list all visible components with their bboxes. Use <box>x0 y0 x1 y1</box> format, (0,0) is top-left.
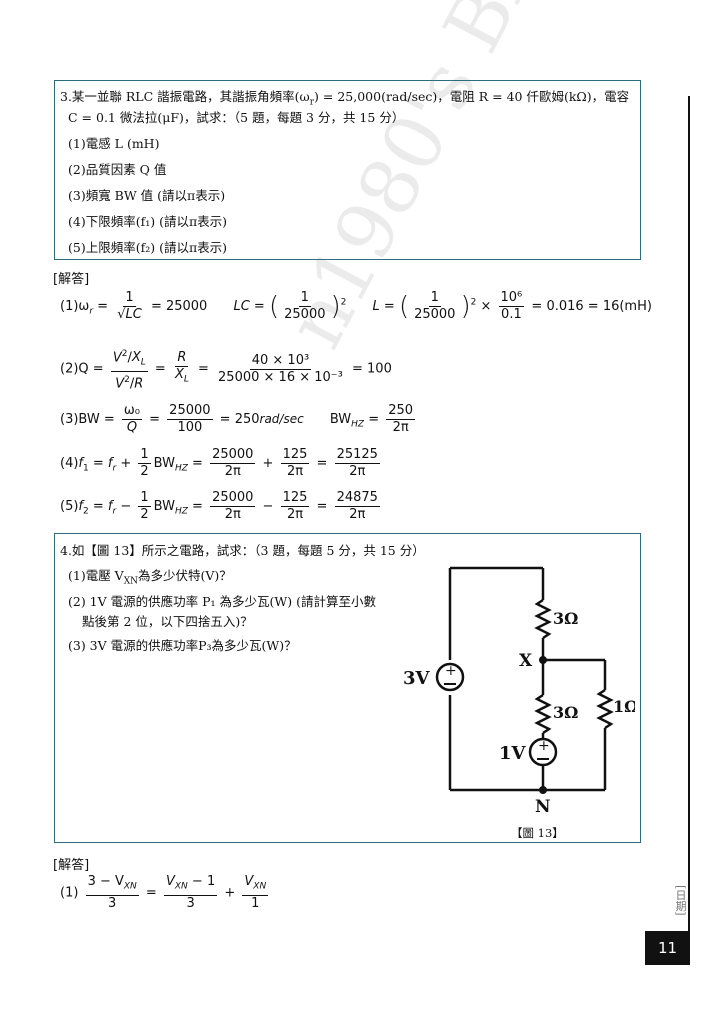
q3-item-4: (4)下限頻率(f₁) (請以π表示) <box>68 214 228 229</box>
q4-item-2: (2) 1V 電源的供應功率 P₁ 為多少瓦(W) (請計算至小數 <box>68 594 376 609</box>
q3-item-5: (5)上限頻率(f₂) (請以π表示) <box>68 240 228 255</box>
svg-text:+: + <box>538 738 550 754</box>
resistor-mid-label: 3Ω <box>553 703 578 722</box>
q3-header: 3.某一並聯 RLC 諧振電路，其諧振角頻率(ωr) = 25,000(rad/… <box>60 89 630 108</box>
date-label: [日期] <box>674 885 687 916</box>
page-number: 11 <box>645 931 690 965</box>
q4-header: 4.如【圖 13】所示之電路，試求：（3 題，每題 5 分，共 15 分） <box>60 543 425 558</box>
q3-line-2: C = 0.1 微法拉(μF)，試求：（5 題，每題 3 分，共 15 分） <box>68 110 405 125</box>
node-n-dot <box>539 786 547 794</box>
circuit-diagram: + + 3Ω 3Ω 1Ω 3V 1V X N <box>403 566 635 817</box>
q3-item-1: (1)電感 L (mH) <box>68 136 160 151</box>
q4-item-2-cont: 點後第 2 位，以下四捨五入)？ <box>82 614 253 629</box>
resistor-right-label: 1Ω <box>613 697 635 716</box>
page-margin-bar <box>688 96 690 936</box>
q3-item-3: (3)頻寬 BW 值 (請以π表示) <box>68 188 226 203</box>
answer-label: [解答] <box>53 272 90 287</box>
figure-caption: 【圖 13】 <box>511 826 564 840</box>
question-4-box <box>54 533 641 843</box>
q4-item-3: (3) 3V 電源的供應功率P₃為多少瓦(W)？ <box>68 638 297 653</box>
q3-item-2: (2)品質因素 Q 值 <box>68 162 167 177</box>
node-x-label: X <box>519 651 533 671</box>
q4-item-1: (1)電壓 VXN為多少伏特(V)？ <box>68 568 232 587</box>
question-3-box <box>54 80 641 260</box>
node-x-dot <box>539 656 547 664</box>
resistor-top-label: 3Ω <box>553 609 578 628</box>
source-3v-label: 3V <box>403 668 431 689</box>
answer-label-2: [解答] <box>53 858 90 873</box>
plus-sign-icon: + <box>445 663 457 679</box>
node-n-label: N <box>535 797 551 817</box>
source-1v-label: 1V <box>499 743 527 764</box>
